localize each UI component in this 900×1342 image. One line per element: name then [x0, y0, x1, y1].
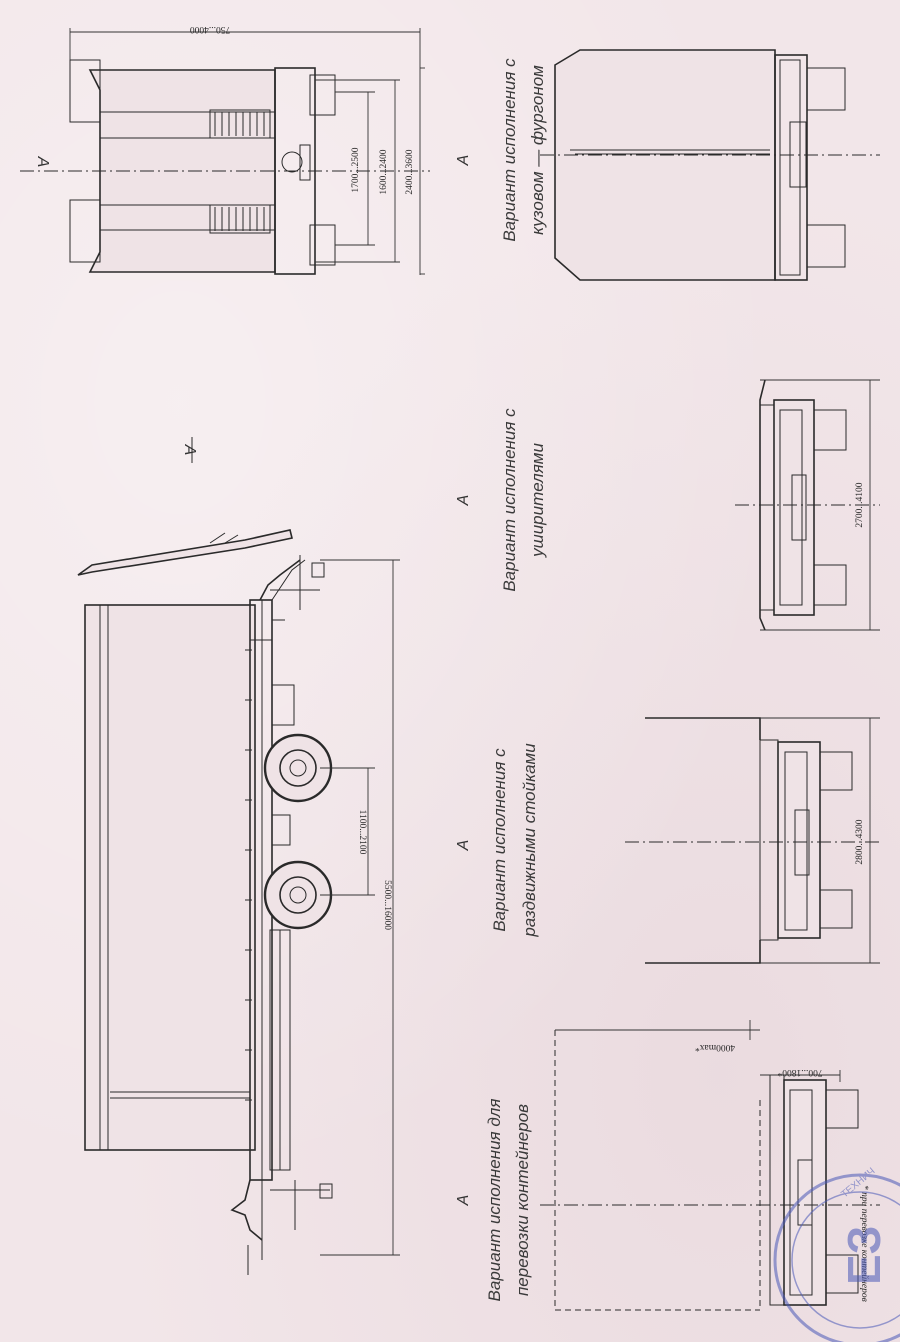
- label-van-line1: Вариант исполнения с: [500, 58, 519, 242]
- dim-container-width: 4000max*: [695, 1042, 735, 1052]
- footnote: * при перевозке контейнеров: [859, 1185, 870, 1302]
- label-van: А Вариант исполнения с кузовом — фургоно…: [455, 58, 547, 242]
- label-stakes-line2: раздвижными стойками: [520, 743, 539, 938]
- dim-axle-spacing: 1100...2100: [357, 810, 367, 855]
- label-van-line2: кузовом — фургоном: [528, 65, 547, 235]
- label-containers-letter: А: [455, 1195, 472, 1207]
- variant-van-view: [540, 49, 880, 281]
- label-containers-line1: Вариант исполнения для: [485, 1099, 504, 1302]
- dim-top-width: 750...4000: [190, 24, 231, 34]
- stamp-letters: ЕЗ: [838, 1226, 890, 1286]
- view-a-marker: А: [181, 444, 198, 456]
- label-extenders-line1: Вариант исполнения с: [500, 408, 519, 592]
- dim-stakes-width: 2800...4300: [855, 819, 865, 864]
- dim-track-inner: 1700...2500: [351, 147, 361, 192]
- label-containers-line2: перевозки контейнеров: [513, 1104, 532, 1296]
- label-containers: А Вариант исполнения для перевозки конте…: [455, 1099, 532, 1302]
- dim-track-mid: 1600...2400: [379, 149, 389, 194]
- label-stakes-line1: Вариант исполнения с: [490, 748, 509, 932]
- end-view-rear: 750...4000 1700...2500 1600...2400 2400.…: [20, 24, 430, 275]
- label-stakes: А Вариант исполнения с раздвижными стойк…: [455, 743, 539, 938]
- label-extenders: А Вариант исполнения с уширителями: [455, 408, 547, 592]
- label-stakes-letter: А: [455, 840, 472, 852]
- side-view-trailer: 1100...2100 5500...16000: [77, 529, 400, 1275]
- dim-container-offset: 700...1800*: [777, 1067, 822, 1077]
- label-extenders-line2: уширителями: [528, 443, 547, 558]
- variant-containers-view: 4000max* 700...1800* * при перевозке кон…: [540, 1020, 880, 1311]
- dim-track-outer: 2400...3600: [405, 149, 415, 194]
- view-a-label-top: А: [34, 156, 51, 168]
- stamp-text: ТЕХНИЧ: [839, 1166, 877, 1200]
- label-extenders-letter: А: [455, 495, 472, 507]
- dim-extenders-width: 2700...4100: [855, 482, 865, 527]
- dim-overall-length: 5500...16000: [382, 880, 392, 930]
- variant-extenders-view: 2700...4100: [735, 379, 880, 631]
- variant-stakes-view: 2800...4300: [625, 717, 880, 964]
- label-van-letter: А: [455, 155, 472, 167]
